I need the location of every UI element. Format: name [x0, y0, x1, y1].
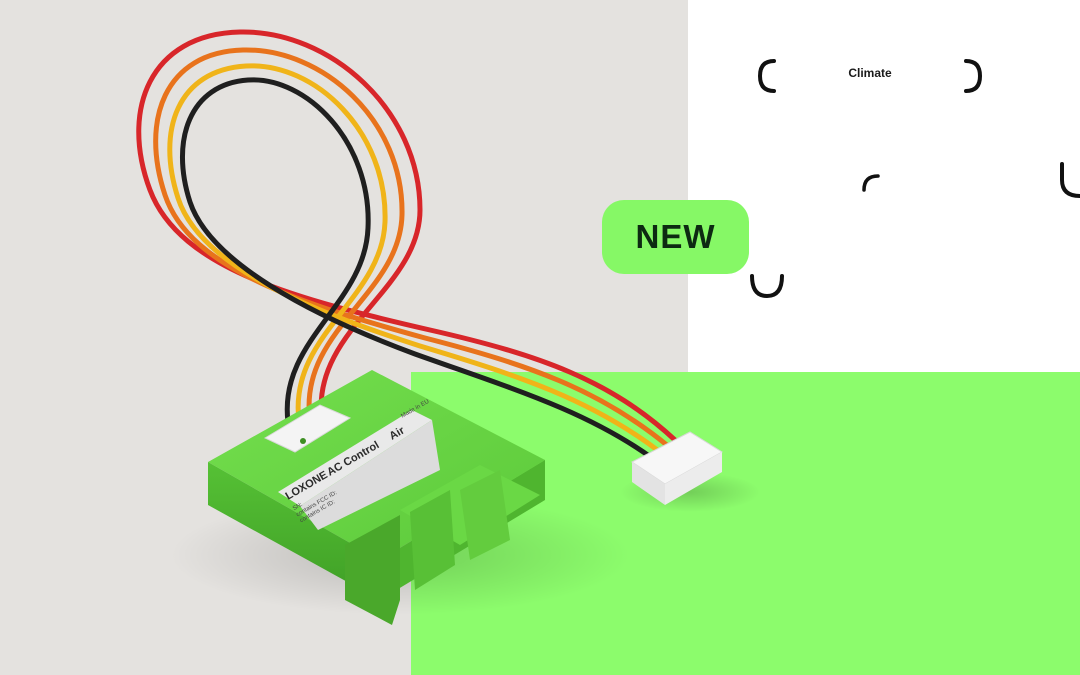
category-label: Climate [848, 66, 892, 80]
arc-icon [862, 174, 880, 192]
device-screw-hole [300, 438, 306, 444]
background-white-panel [688, 0, 1080, 372]
new-badge: NEW [602, 200, 749, 274]
device-clip-right [460, 470, 510, 560]
device-label-plate-body [300, 420, 440, 530]
device-socket [263, 404, 352, 453]
cup-icon [750, 274, 784, 299]
wire-black [180, 77, 655, 461]
bracket-left-icon [757, 59, 776, 93]
device-clip-left [345, 515, 400, 625]
device-label-plate [278, 410, 432, 506]
wire-red [136, 29, 678, 443]
bracket-right-icon [964, 59, 983, 93]
device-label-sn: SN: [292, 502, 304, 512]
wire-bundle [136, 29, 678, 461]
wire-end-connector [631, 431, 723, 505]
device-front-face [208, 462, 380, 600]
wire-orange [153, 47, 671, 449]
device-body [208, 370, 545, 625]
bracket-partial-icon [1060, 162, 1080, 198]
device-clip-middle [410, 490, 455, 590]
wire-yellow [167, 63, 663, 455]
